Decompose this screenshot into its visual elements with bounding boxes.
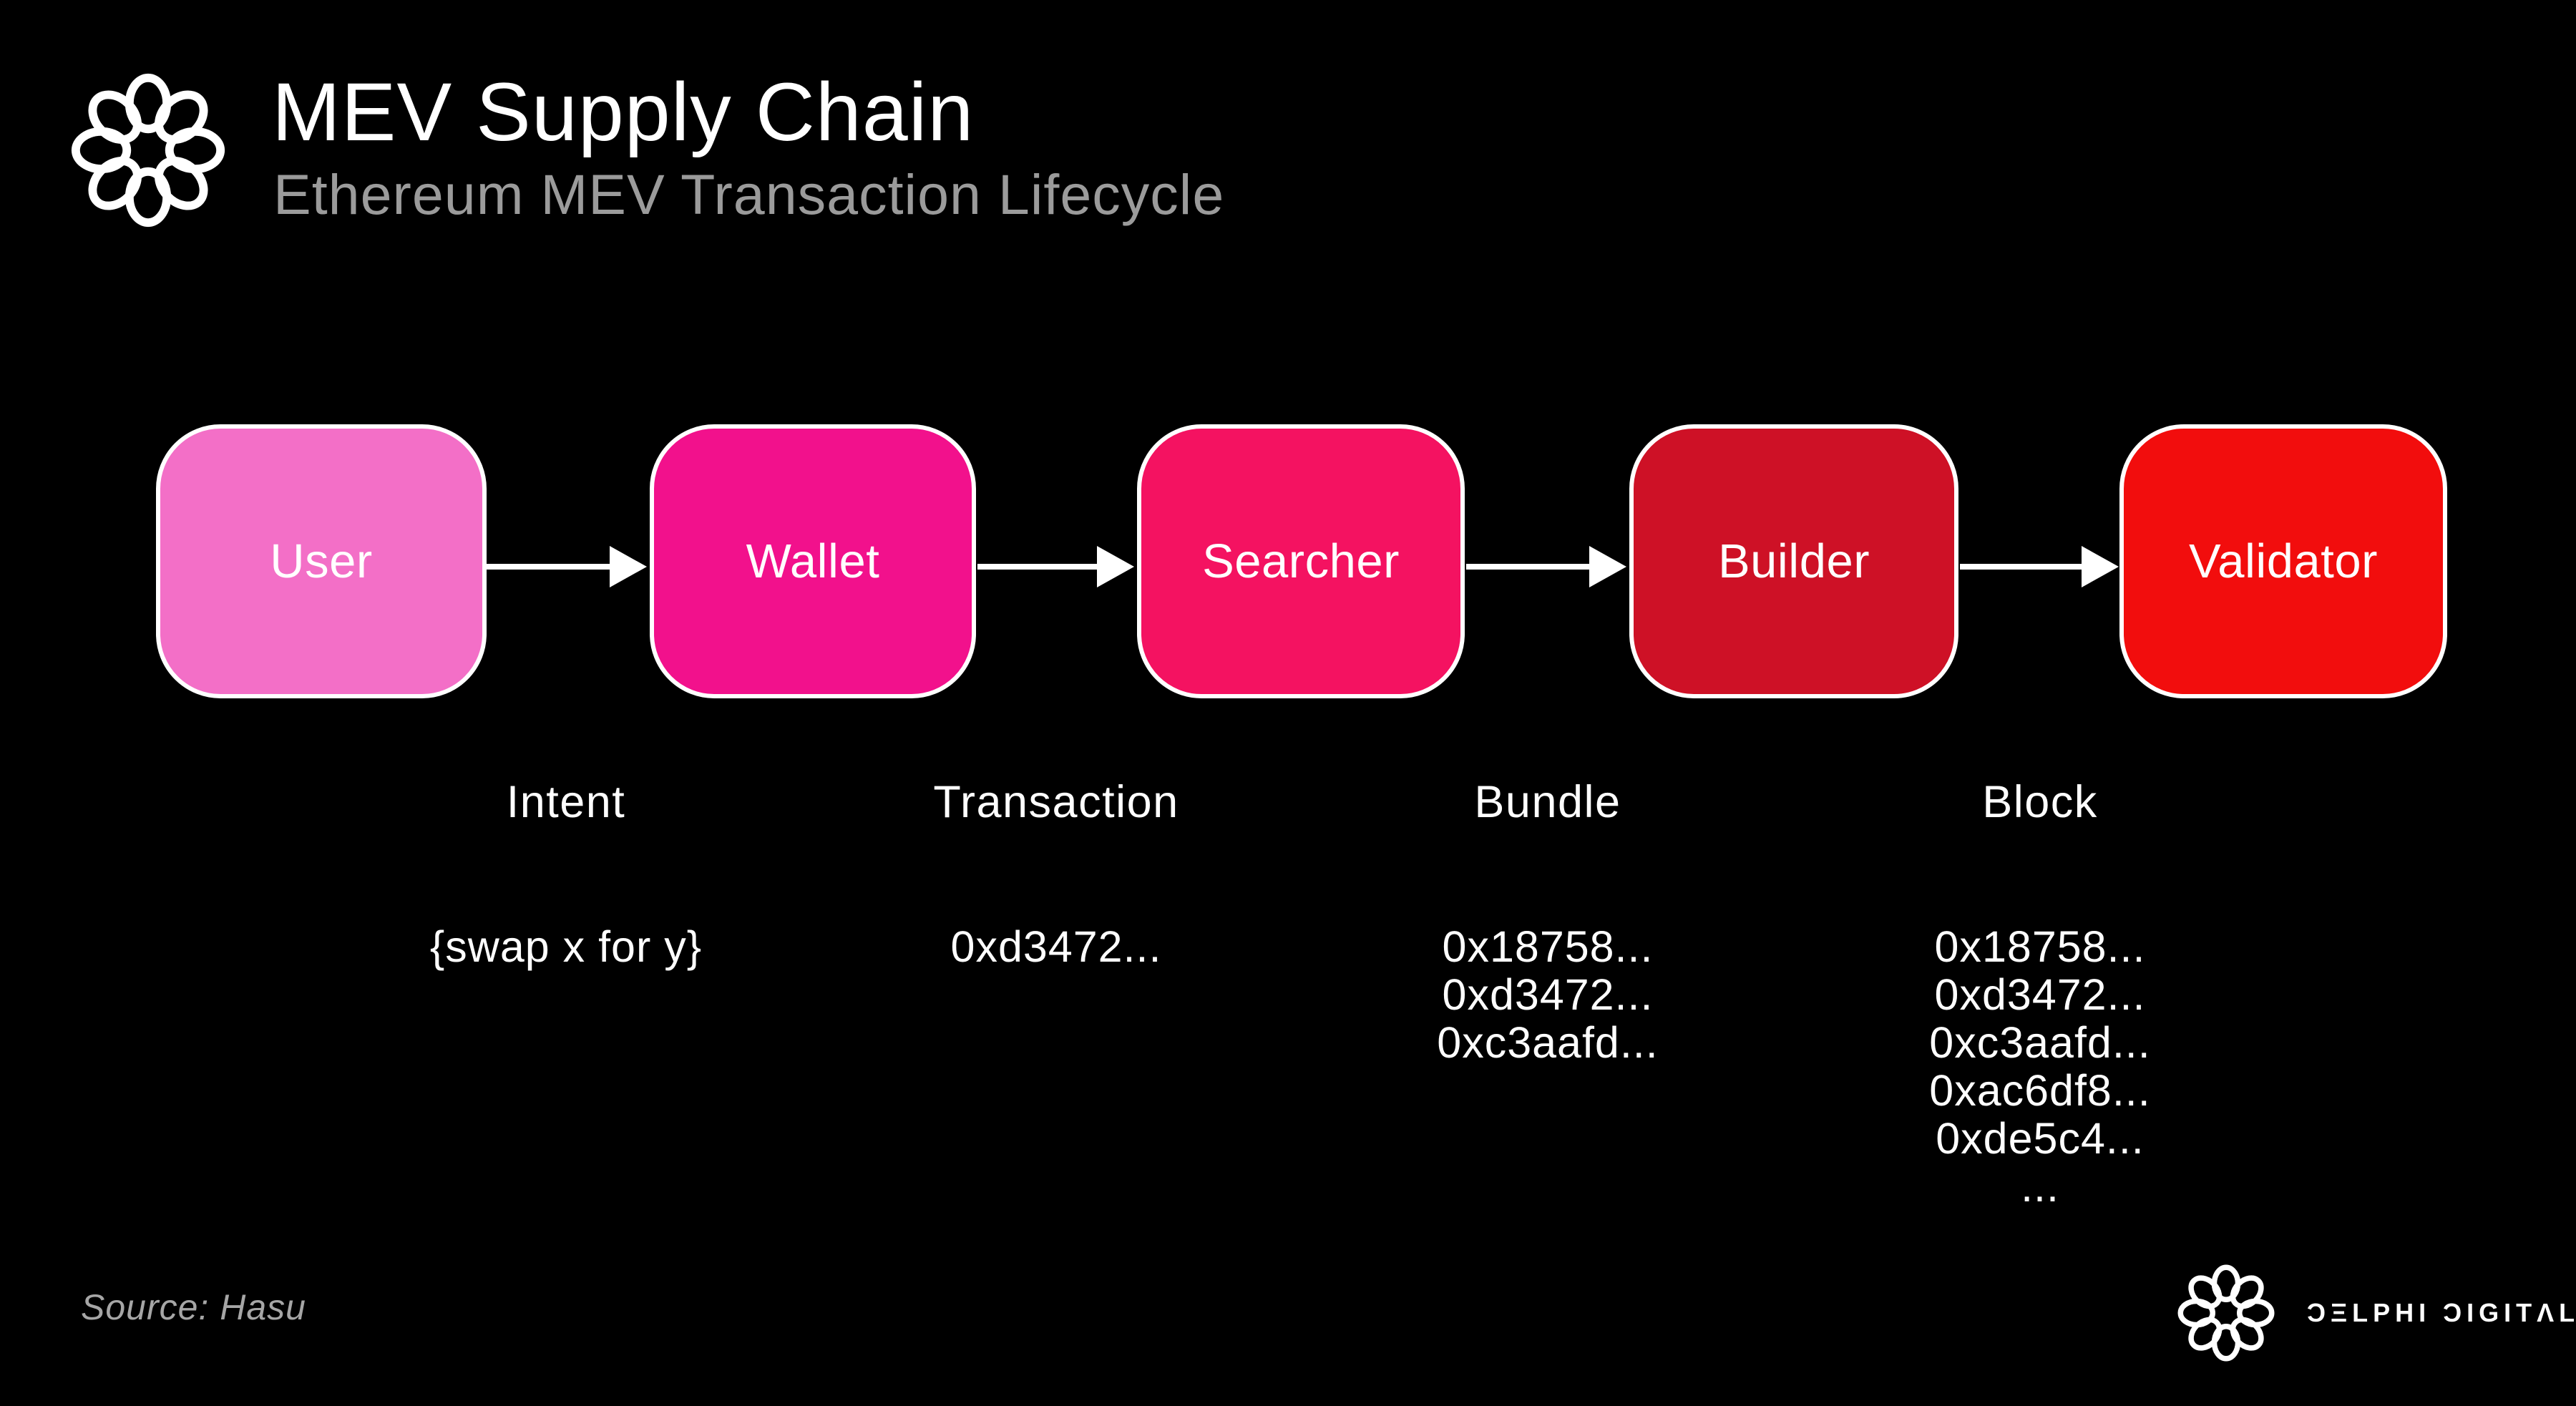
- node-wallet: Wallet: [650, 424, 976, 698]
- source-caption: Source: Hasu: [81, 1287, 306, 1327]
- arrow-head-icon: [1097, 546, 1134, 587]
- edge-values-bundle: 0x18758... 0xd3472... 0xc3aafd...: [1319, 923, 1777, 1067]
- node-validator: Validator: [2119, 424, 2447, 698]
- node-searcher: Searcher: [1137, 424, 1465, 698]
- edge-label-transaction: Transaction: [933, 777, 1179, 827]
- brand-wordmark: ƆΞLPHI ƆIGITΛL: [2307, 1298, 2576, 1327]
- arrow-wallet-to-searcher: [977, 546, 1134, 587]
- edge-column-transaction: Transaction 0xd3472...: [827, 776, 1285, 971]
- node-validator-label: Validator: [2189, 534, 2378, 588]
- node-builder-label: Builder: [1717, 534, 1870, 588]
- edge-value: ...: [2021, 1162, 2059, 1211]
- arrow-searcher-to-builder: [1466, 546, 1626, 587]
- node-user-label: User: [270, 534, 373, 588]
- edge-value: 0xd3472...: [950, 922, 1162, 971]
- edge-values-intent: {swap x for y}: [337, 923, 795, 971]
- footer-brand: ƆΞLPHI ƆIGITΛL: [2172, 1259, 2576, 1367]
- edge-values-block: 0x18758... 0xd3472... 0xc3aafd... 0xac6d…: [1811, 923, 2269, 1211]
- edge-column-block: Block 0x18758... 0xd3472... 0xc3aafd... …: [1811, 776, 2269, 1211]
- arrow-head-icon: [2082, 546, 2119, 587]
- edge-values-transaction: 0xd3472...: [827, 923, 1285, 971]
- edge-value: 0xde5c4...: [1936, 1114, 2145, 1163]
- edge-value: 0xac6df8...: [1929, 1066, 2151, 1115]
- edge-label-block: Block: [1982, 777, 2098, 827]
- page-title: MEV Supply Chain: [272, 67, 975, 158]
- delphi-knot-logo-icon: [71, 73, 225, 228]
- edge-value: {swap x for y}: [429, 922, 703, 971]
- edge-value: 0x18758...: [1442, 922, 1654, 971]
- node-searcher-label: Searcher: [1202, 534, 1400, 588]
- edge-label-intent: Intent: [506, 777, 626, 827]
- delphi-knot-logo-icon: [2177, 1264, 2275, 1362]
- edge-value: 0xd3472...: [1934, 970, 2146, 1019]
- node-user: User: [156, 424, 487, 698]
- arrow-line: [1466, 564, 1589, 570]
- arrow-line: [1960, 564, 2082, 570]
- node-builder: Builder: [1629, 424, 1958, 698]
- page-subtitle: Ethereum MEV Transaction Lifecycle: [273, 162, 1225, 226]
- arrow-line: [977, 564, 1097, 570]
- edge-label-bundle: Bundle: [1474, 777, 1621, 827]
- edge-column-bundle: Bundle 0x18758... 0xd3472... 0xc3aafd...: [1319, 776, 1777, 1067]
- edge-value: 0xc3aafd...: [1437, 1018, 1659, 1067]
- edge-value: 0x18758...: [1934, 922, 2146, 971]
- edge-column-intent: Intent {swap x for y}: [337, 776, 795, 971]
- arrow-head-icon: [1589, 546, 1626, 587]
- arrow-head-icon: [610, 546, 647, 587]
- node-wallet-label: Wallet: [746, 534, 880, 588]
- arrow-builder-to-validator: [1960, 546, 2119, 587]
- edge-value: 0xd3472...: [1442, 970, 1654, 1019]
- edge-value: 0xc3aafd...: [1929, 1018, 2151, 1067]
- arrow-line: [487, 564, 610, 570]
- arrow-user-to-wallet: [487, 546, 647, 587]
